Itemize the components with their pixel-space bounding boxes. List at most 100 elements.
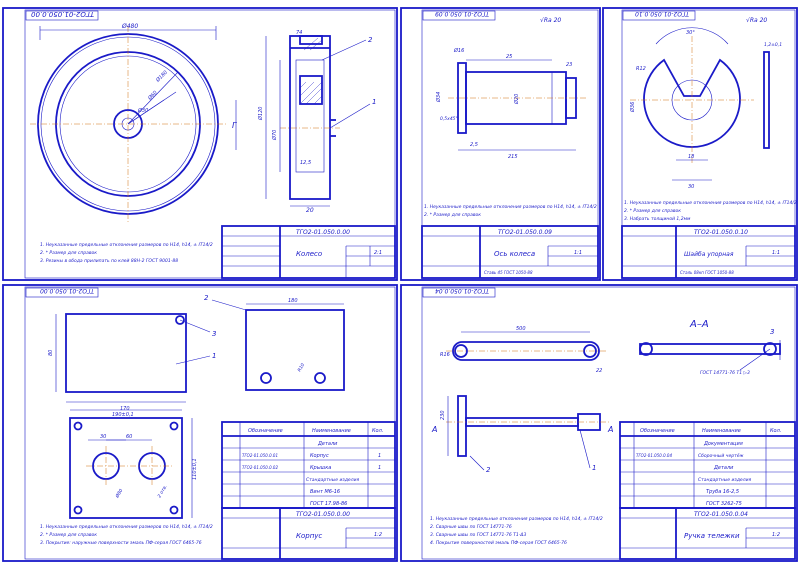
wheel-note-2: 2. * Размер для справок bbox=[40, 250, 97, 256]
panel-wheel: ТГО2-01.050.0.00 Ø480 Ø180 Ø60 Ø30 Г bbox=[2, 7, 398, 281]
dim-d2: Ø60 bbox=[146, 89, 159, 102]
title-housing: Корпус bbox=[296, 532, 322, 540]
panel-housing: ТГО2-01.050.0.00 170 80 3 1 180 2 R10 19 bbox=[2, 284, 398, 562]
svg-text:A: A bbox=[431, 425, 437, 434]
spec-table-housing: Обозначение Наименование Кол. Детали ТГО… bbox=[221, 421, 396, 509]
roughness-washer: √Ra 20 bbox=[746, 17, 767, 24]
dim-outer: Ø480 bbox=[121, 23, 138, 30]
title-block-axle: ТГО2-01.050.0.09 Ось колеса 1:1 Ставь 45… bbox=[421, 225, 599, 279]
spec-r1c0: ТГО2-01.050.0.01 bbox=[242, 453, 278, 458]
washer-note-3: 3. Набрать толщиной 1,2мм bbox=[624, 216, 691, 222]
dim-washer-r: R12 bbox=[636, 66, 646, 72]
dim-housing-h: 80 bbox=[48, 350, 54, 356]
housing-note-1: 1. Неуказанные предельные отклонения раз… bbox=[40, 524, 213, 530]
dim-housing-h2: 110±0,1 bbox=[192, 458, 198, 480]
dim-housing-d1: Ø80 bbox=[113, 487, 124, 500]
dim-housing-top: 180 bbox=[288, 298, 298, 304]
dim-housing-d3: 30 bbox=[100, 434, 106, 440]
dim-axle-c: 2,5 bbox=[470, 142, 478, 148]
dim-axle-ch: 0,5x45° bbox=[440, 116, 458, 122]
dim-hole: Ø30 bbox=[137, 107, 148, 114]
title-wheel: Колесо bbox=[296, 250, 322, 258]
axle-note-1: 1. Неуказанные предельные отклонения раз… bbox=[424, 204, 597, 210]
title-washer: Шайба упорная bbox=[684, 251, 734, 258]
dim-handle-len: 500 bbox=[516, 326, 526, 332]
dim-axle-a: 25 bbox=[506, 54, 512, 60]
dim-housing-r: 2 отв. bbox=[157, 484, 169, 499]
hspec-r0: Документация bbox=[703, 441, 743, 447]
handle-note-1: 1. Неуказанные предельные отклонения раз… bbox=[430, 516, 603, 522]
spec-r2c2: 1 bbox=[378, 465, 381, 471]
hspec-r2: Детали bbox=[713, 465, 734, 471]
material-washer: Сталь 08кп ГОСТ 1050-88 bbox=[680, 270, 734, 275]
dim-axle-d2: Ø20 bbox=[513, 94, 520, 105]
leader-1: 1 bbox=[372, 98, 376, 106]
axle-note-2: 2. * Размер для справок bbox=[424, 212, 481, 218]
panel-washer: ТГО2-01.050.0.10 √Ra 20 30 18 30° Ø36 R1… bbox=[602, 7, 798, 281]
dim-w5: Ø70 bbox=[271, 130, 278, 141]
handle-leader-1: 1 bbox=[592, 464, 596, 472]
code-housing: ТГО2-01.050.0.00 bbox=[296, 511, 350, 518]
stamp-washer: ТГО2-01.050.0.10 bbox=[635, 10, 689, 17]
dim-handle-h: 230 bbox=[440, 410, 446, 420]
dim-washer-w: 18 bbox=[688, 154, 694, 160]
spec-r1c1: Корпус bbox=[310, 453, 329, 459]
code-handle: ТГО2-01.050.0.04 bbox=[694, 511, 748, 518]
washer-note-1: 1. Неуказанные предельные отклонения раз… bbox=[624, 200, 797, 206]
svg-text:A: A bbox=[607, 425, 613, 434]
spec-r2c1: Крышка bbox=[310, 465, 331, 471]
code-washer: ТГО2-01.050.0.10 bbox=[694, 229, 748, 236]
title-axle: Ось колеса bbox=[494, 250, 535, 258]
hspec-h-1: Наименование bbox=[702, 428, 741, 434]
handle-note-3: 3. Сварные швы по ГОСТ 14771-76 Т1-Δ3 bbox=[430, 532, 526, 538]
handle-leader-2: 2 bbox=[486, 466, 491, 474]
stamp-handle: ТГО2-01.050.0.04 bbox=[435, 287, 489, 294]
dim-axle-b: 23 bbox=[566, 62, 572, 68]
panel-axle: ТГО2-01.050.0.09 √Ra 20 215 25 Ø34 Ø20 Ø… bbox=[400, 7, 601, 281]
dim-d1: Ø180 bbox=[154, 69, 169, 84]
stamp-housing: ТГО2-01.050.0.00 bbox=[40, 287, 94, 294]
spec-r5: ГОСТ 17.98-86 bbox=[310, 501, 347, 507]
panel-handle: ТГО2-01.050.0.04 500 R16 22 230 A A 2 1 … bbox=[400, 284, 798, 562]
dim-washer-h: 30 bbox=[688, 184, 694, 190]
dim-washer-ang: 30° bbox=[686, 30, 695, 36]
hspec-r1c1: Сборочный чертёж bbox=[698, 453, 744, 459]
spec-r0: Детали bbox=[317, 441, 338, 447]
housing-leader-3: 3 bbox=[212, 330, 216, 338]
housing-leader-2: 2 bbox=[204, 294, 209, 302]
title-handle: Ручка тележки bbox=[684, 532, 740, 540]
washer-note-2: 2. * Размер для справок bbox=[624, 208, 681, 214]
dim-width: 20 bbox=[306, 207, 314, 214]
spec-r3: Стандартные изделия bbox=[306, 477, 360, 483]
spec-r4: Винт М6-16 bbox=[310, 489, 340, 495]
stamp-axle: ТГО2-01.050.0.09 bbox=[435, 10, 489, 17]
housing-note-3: 3. Покрытие: наружные поверхности эмаль … bbox=[40, 540, 202, 546]
title-block-handle: ТГО2-01.050.0.04 Ручка тележки 1:2 bbox=[619, 507, 796, 560]
dim-w4: Ø120 bbox=[257, 107, 264, 121]
hspec-h-0: Обозначение bbox=[640, 428, 675, 434]
spec-h-0: Обозначение bbox=[248, 428, 283, 434]
code-axle: ТГО2-01.050.0.09 bbox=[498, 229, 552, 236]
dim-w2: 74 bbox=[296, 30, 302, 36]
roughness-axle: √Ra 20 bbox=[540, 17, 561, 24]
hspec-r5: ГОСТ 3262-75 bbox=[706, 501, 742, 507]
scale-washer: 1:1 bbox=[772, 250, 780, 256]
dim-housing-w2: 190±0,1 bbox=[112, 412, 134, 418]
title-block-wheel: ТГО2-01.050.0.00 Колесо 2:1 bbox=[221, 225, 396, 279]
dim-axle-d3: Ø34 bbox=[435, 92, 442, 103]
svg-text:Г: Г bbox=[232, 121, 237, 130]
housing-note-2: 2. * Размер для справок bbox=[40, 532, 97, 538]
material-axle: Ставь 45 ГОСТ 1050-88 bbox=[484, 270, 533, 275]
spec-r2c0: ТГО2-01.050.0.02 bbox=[242, 465, 278, 470]
code-wheel: ТГО2-01.050.0.00 bbox=[296, 229, 350, 236]
dim-handle-d2: 22 bbox=[596, 368, 602, 374]
dim-w3: 12,5 bbox=[300, 160, 311, 166]
hatch-tyre bbox=[299, 37, 323, 105]
spec-h-2: Кол. bbox=[372, 428, 383, 434]
hspec-r1c0: ТГО2-01.050.0.04 bbox=[636, 453, 672, 458]
wheel-note-1: 1. Неуказанные предельные отклонения раз… bbox=[40, 242, 213, 248]
handle-note-2: 2. Сварные швы по ГОСТ 14771-76 bbox=[430, 524, 512, 530]
hspec-r3: Стандартные изделия bbox=[698, 477, 752, 483]
dim-housing-w: 170 bbox=[120, 406, 130, 412]
dim-washer-t: 1,2±0,1 bbox=[764, 42, 782, 48]
